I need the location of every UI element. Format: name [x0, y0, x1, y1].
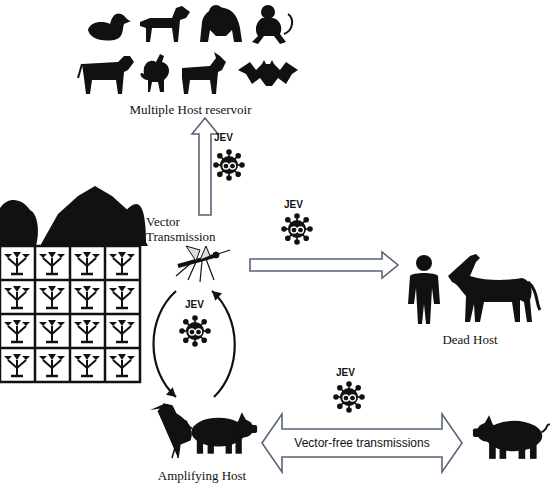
pig-icon	[184, 412, 257, 453]
node-label: Vector Transmission	[146, 215, 236, 245]
virus-icon	[282, 214, 312, 244]
edge-label: JEV	[214, 132, 233, 143]
rice-field	[0, 186, 148, 382]
hollow-arrow	[250, 252, 398, 278]
double-arrow	[262, 414, 462, 472]
host-group: Amplifying Host	[140, 398, 264, 484]
virus-icon	[334, 382, 364, 412]
virus-icon	[180, 316, 210, 346]
host-group: Dead Host	[402, 248, 538, 348]
animal-icons	[78, 5, 298, 94]
vector-group: Vector Transmission	[146, 215, 236, 291]
mosquito	[176, 246, 230, 282]
node-label: Amplifying Host	[158, 469, 246, 484]
virus-label: JEV	[336, 367, 355, 378]
curved-arrow	[212, 291, 235, 397]
virus-icon	[214, 150, 244, 180]
virus-label: JEV	[185, 299, 204, 310]
pig-icon	[473, 415, 550, 459]
node-label: Dead Host	[442, 333, 497, 348]
edge-label: JEV	[284, 199, 303, 210]
node-label: Multiple Host reservoir	[129, 103, 251, 118]
amplifying-host-figures	[150, 404, 191, 458]
host-group: Multiple Host reservoir	[78, 2, 303, 118]
dead-host-figures	[408, 254, 540, 324]
arrow-text: Vector-free transmissions	[294, 436, 429, 450]
curved-arrow	[154, 291, 177, 397]
